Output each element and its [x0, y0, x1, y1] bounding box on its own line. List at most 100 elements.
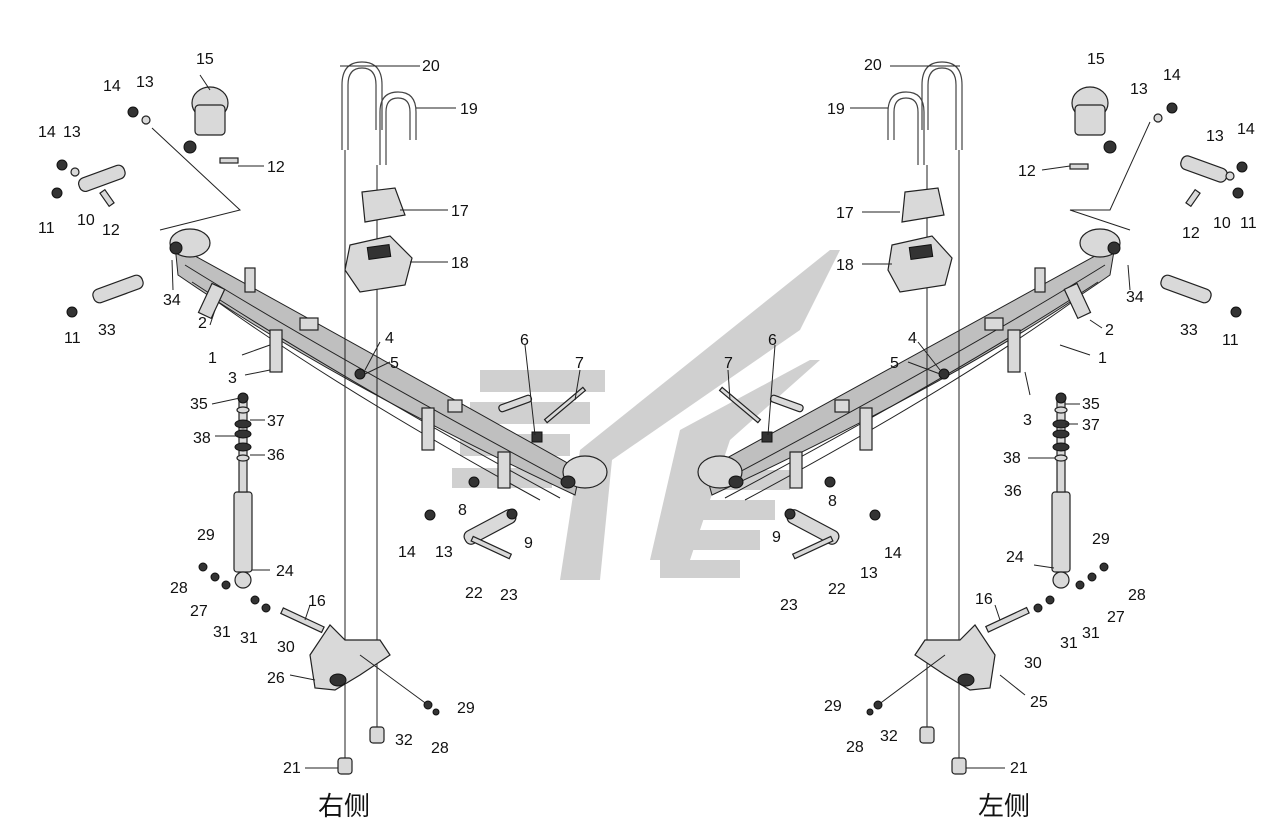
part-label: 14 [398, 544, 416, 561]
part-label: 14 [38, 124, 56, 141]
part-label: 13 [136, 74, 154, 91]
part-label: 12 [102, 222, 120, 239]
labels-left-side: 1 2 3 4 5 6 7 8 9 10 11 11 12 12 13 13 1… [724, 51, 1257, 777]
part-label: 12 [1018, 163, 1036, 180]
part-label: 33 [1180, 322, 1198, 339]
part-label: 26 [267, 670, 285, 687]
part-label: 11 [1240, 215, 1257, 232]
part-label: 18 [836, 257, 854, 274]
part-label: 28 [431, 740, 449, 757]
front-pin-right [78, 164, 126, 193]
part-label: 16 [308, 593, 326, 610]
part-label: 30 [1024, 655, 1042, 672]
part-label: 29 [457, 700, 475, 717]
part-label: 13 [1206, 128, 1224, 145]
part-label: 21 [1010, 760, 1028, 777]
part-label: 24 [1006, 549, 1024, 566]
part-label: 36 [1004, 483, 1022, 500]
part-label: 8 [458, 502, 467, 519]
part-label: 16 [975, 591, 993, 608]
part-label: 29 [1092, 531, 1110, 548]
part-label: 17 [836, 205, 854, 222]
part-label: 7 [724, 355, 733, 372]
u-bolt-20-right [341, 61, 383, 150]
part-label: 1 [1098, 350, 1107, 367]
right-side-assembly [51, 61, 608, 775]
part-label: 22 [828, 581, 846, 598]
part-label: 35 [1082, 396, 1100, 413]
part-label: 23 [500, 587, 518, 604]
part-label: 15 [1087, 51, 1105, 68]
part-label: 14 [1237, 121, 1255, 138]
part-label: 18 [451, 255, 469, 272]
part-label: 11 [38, 220, 55, 237]
part-label: 15 [196, 51, 214, 68]
part-label: 14 [884, 545, 902, 562]
part-label: 32 [395, 732, 413, 749]
part-label: 9 [772, 529, 781, 546]
part-label: 13 [435, 544, 453, 561]
part-label: 14 [103, 78, 121, 95]
part-label: 10 [77, 212, 95, 229]
part-label: 31 [213, 624, 231, 641]
part-label: 17 [451, 203, 469, 220]
u-bolt-19-right [379, 91, 417, 165]
part-label: 8 [828, 493, 837, 510]
part-label: 4 [385, 330, 394, 347]
part-label: 20 [864, 57, 882, 74]
part-label: 13 [1130, 81, 1148, 98]
part-label: 11 [1222, 332, 1239, 349]
part-label: 2 [1105, 322, 1114, 339]
part-label: 36 [267, 447, 285, 464]
part-label: 34 [163, 292, 181, 309]
part-label: 14 [1163, 67, 1181, 84]
part-label: 5 [390, 355, 399, 372]
part-label: 2 [198, 315, 207, 332]
part-label: 1 [208, 350, 217, 367]
lower-bracket-26-right [309, 624, 391, 691]
part-label: 23 [780, 597, 798, 614]
part-label: 12 [267, 159, 285, 176]
part-label: 37 [1082, 417, 1100, 434]
part-label: 29 [824, 698, 842, 715]
part-label: 7 [575, 355, 584, 372]
part-label: 3 [228, 370, 237, 387]
part-label: 33 [98, 322, 116, 339]
part-label: 31 [240, 630, 258, 647]
part-label: 19 [827, 101, 845, 118]
part-label: 6 [768, 332, 777, 349]
part-label: 29 [197, 527, 215, 544]
part-label: 13 [63, 124, 81, 141]
part-label: 38 [1003, 450, 1021, 467]
caption-left-side: 左侧 [978, 792, 1030, 822]
part-label: 11 [64, 330, 81, 347]
pin-33-right [92, 274, 144, 304]
part-label: 28 [846, 739, 864, 756]
part-label: 28 [170, 580, 188, 597]
part-label: 19 [460, 101, 478, 118]
part-label: 32 [880, 728, 898, 745]
part-label: 21 [283, 760, 301, 777]
part-label: 6 [520, 332, 529, 349]
part-label: 34 [1126, 289, 1144, 306]
spacer-18-right [361, 187, 406, 223]
part-label: 22 [465, 585, 483, 602]
nut-21-right [337, 757, 353, 775]
part-label: 12 [1182, 225, 1200, 242]
part-label: 30 [277, 639, 295, 656]
labels-right-side: 1 2 3 4 5 6 7 8 9 10 11 11 12 12 13 13 1… [38, 51, 584, 777]
part-label: 10 [1213, 215, 1231, 232]
part-label: 9 [524, 535, 533, 552]
part-label: 25 [1030, 694, 1048, 711]
part-label: 27 [1107, 609, 1125, 626]
lower-bracket-25-left [914, 624, 996, 691]
part-label: 4 [908, 330, 917, 347]
part-label: 31 [1082, 625, 1100, 642]
shock-absorber-right [233, 491, 253, 573]
watermark-logo [452, 250, 840, 580]
part-label: 28 [1128, 587, 1146, 604]
part-label: 3 [1023, 412, 1032, 429]
part-label: 24 [276, 563, 294, 580]
